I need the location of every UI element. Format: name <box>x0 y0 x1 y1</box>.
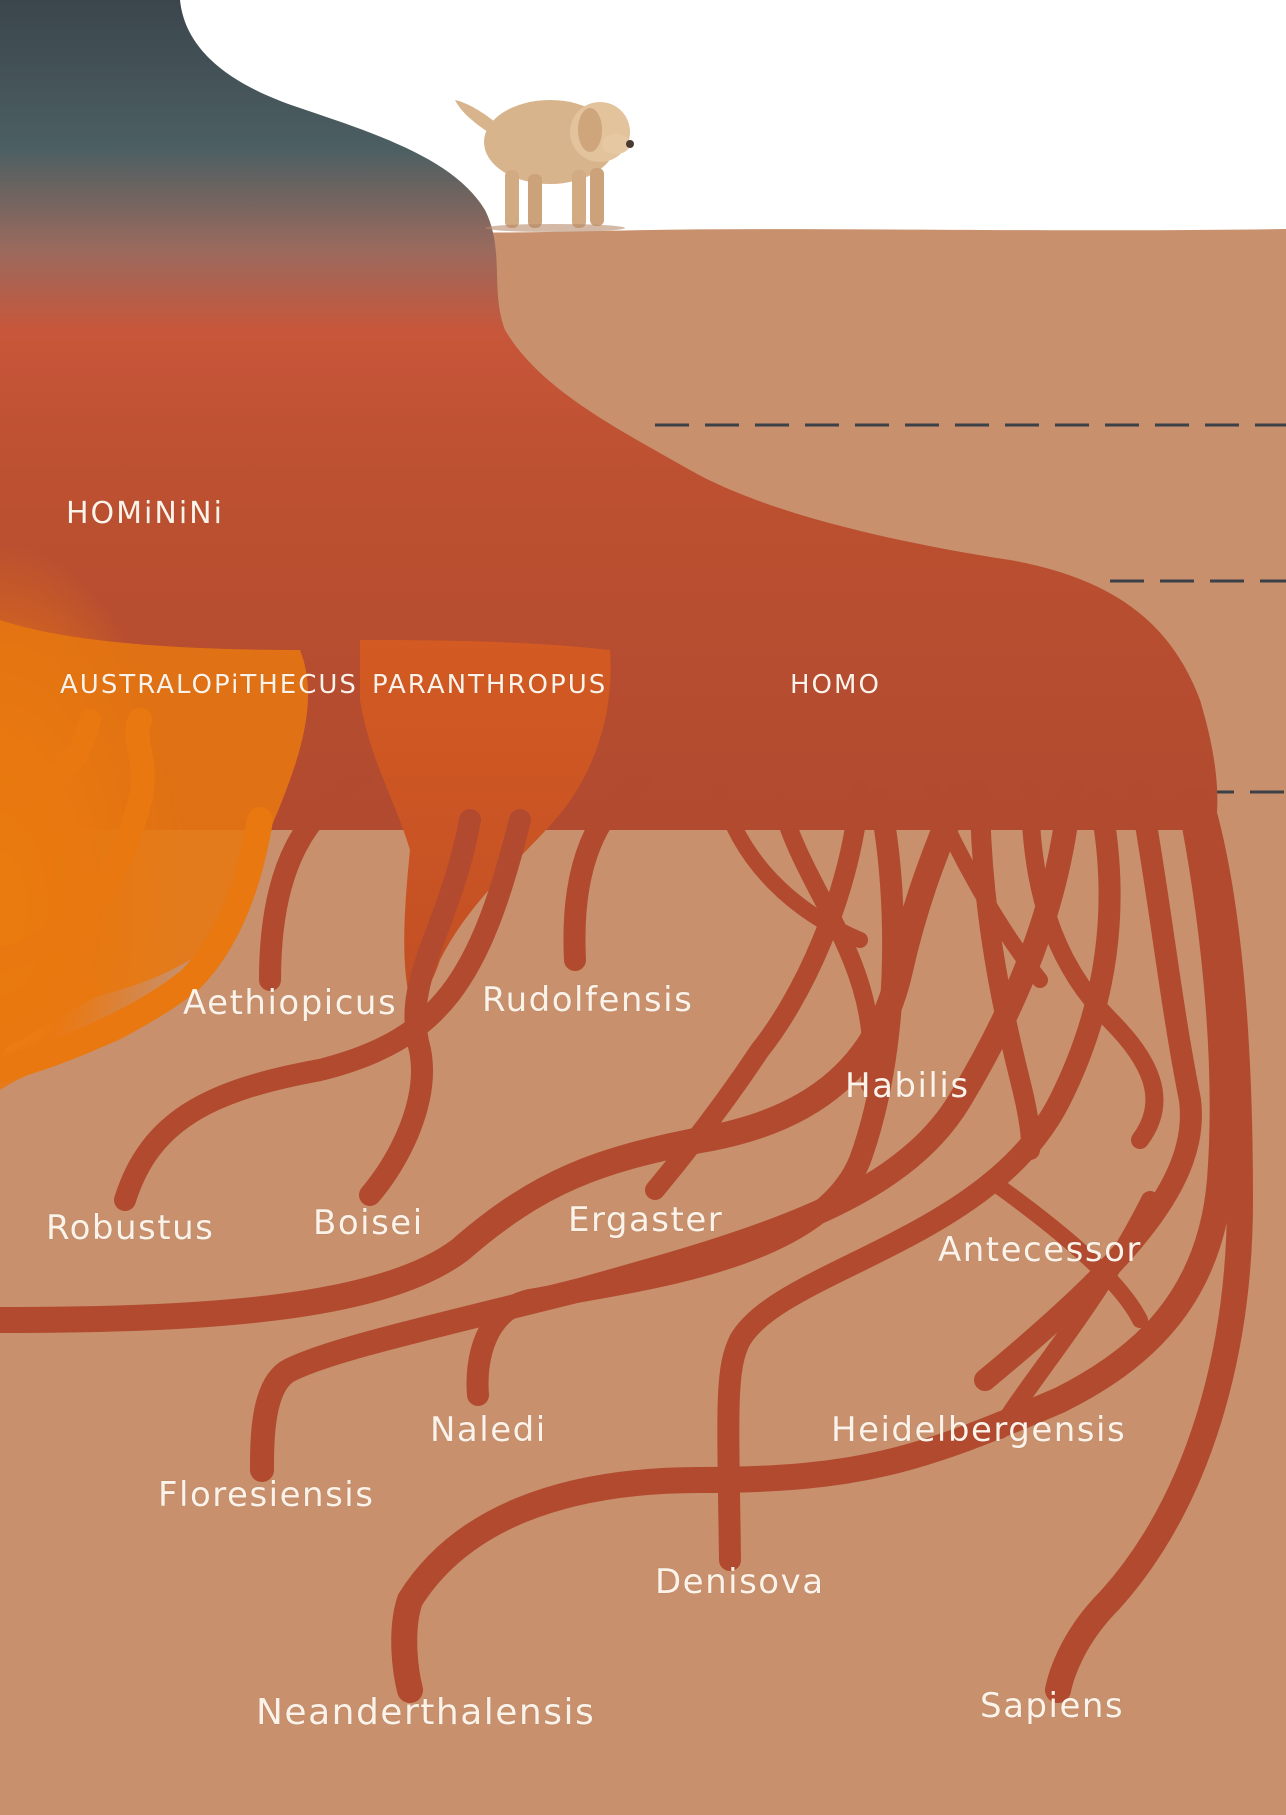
label-naledi: Naledi <box>430 1410 547 1450</box>
label-australopithecus: AUSTRALOPiTHECUS <box>60 670 358 700</box>
label-boisei: Boisei <box>313 1203 424 1243</box>
label-heidelbergensis: Heidelbergensis <box>831 1410 1126 1450</box>
label-habilis: Habilis <box>845 1066 970 1106</box>
label-hominini: HOMiNiNi <box>66 496 224 531</box>
label-neanderthalensis: Neanderthalensis <box>256 1692 595 1733</box>
label-antecessor: Antecessor <box>938 1230 1142 1270</box>
label-ergaster: Ergaster <box>568 1200 723 1240</box>
label-rudolfensis: Rudolfensis <box>482 980 693 1020</box>
label-aethiopicus: Aethiopicus <box>183 983 397 1023</box>
label-homo: HOMO <box>790 670 881 700</box>
label-robustus: Robustus <box>46 1208 214 1248</box>
label-paranthropus: PARANTHROPUS <box>372 670 607 700</box>
label-sapiens: Sapiens <box>980 1686 1124 1726</box>
label-denisova: Denisova <box>655 1562 825 1602</box>
label-floresiensis: Floresiensis <box>158 1475 374 1515</box>
